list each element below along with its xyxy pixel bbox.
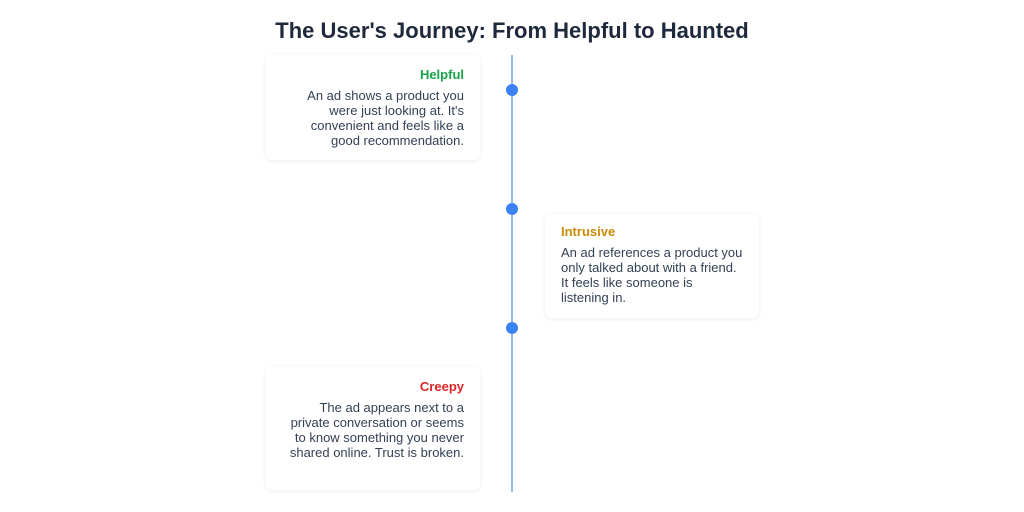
timeline-dot-intrusive	[506, 203, 518, 215]
stage-card-creepy: Creepy The ad appears next to a private …	[266, 367, 480, 490]
stage-title-intrusive: Intrusive	[561, 224, 616, 239]
stage-card-helpful: Helpful An ad shows a product you were j…	[266, 55, 480, 160]
stage-text-intrusive: An ad references a product you only talk…	[561, 245, 743, 305]
timeline-line	[511, 55, 513, 492]
timeline-dot-creepy	[506, 322, 518, 334]
stage-text-helpful: An ad shows a product you were just look…	[307, 88, 464, 148]
timeline-dot-helpful	[506, 84, 518, 96]
page-title: The User's Journey: From Helpful to Haun…	[275, 18, 749, 43]
stage-text-creepy: The ad appears next to a private convers…	[289, 400, 464, 460]
stage-title-creepy: Creepy	[419, 379, 464, 394]
stage-title-helpful: Helpful	[419, 67, 464, 82]
stage-card-intrusive: Intrusive An ad references a product you…	[545, 214, 759, 318]
